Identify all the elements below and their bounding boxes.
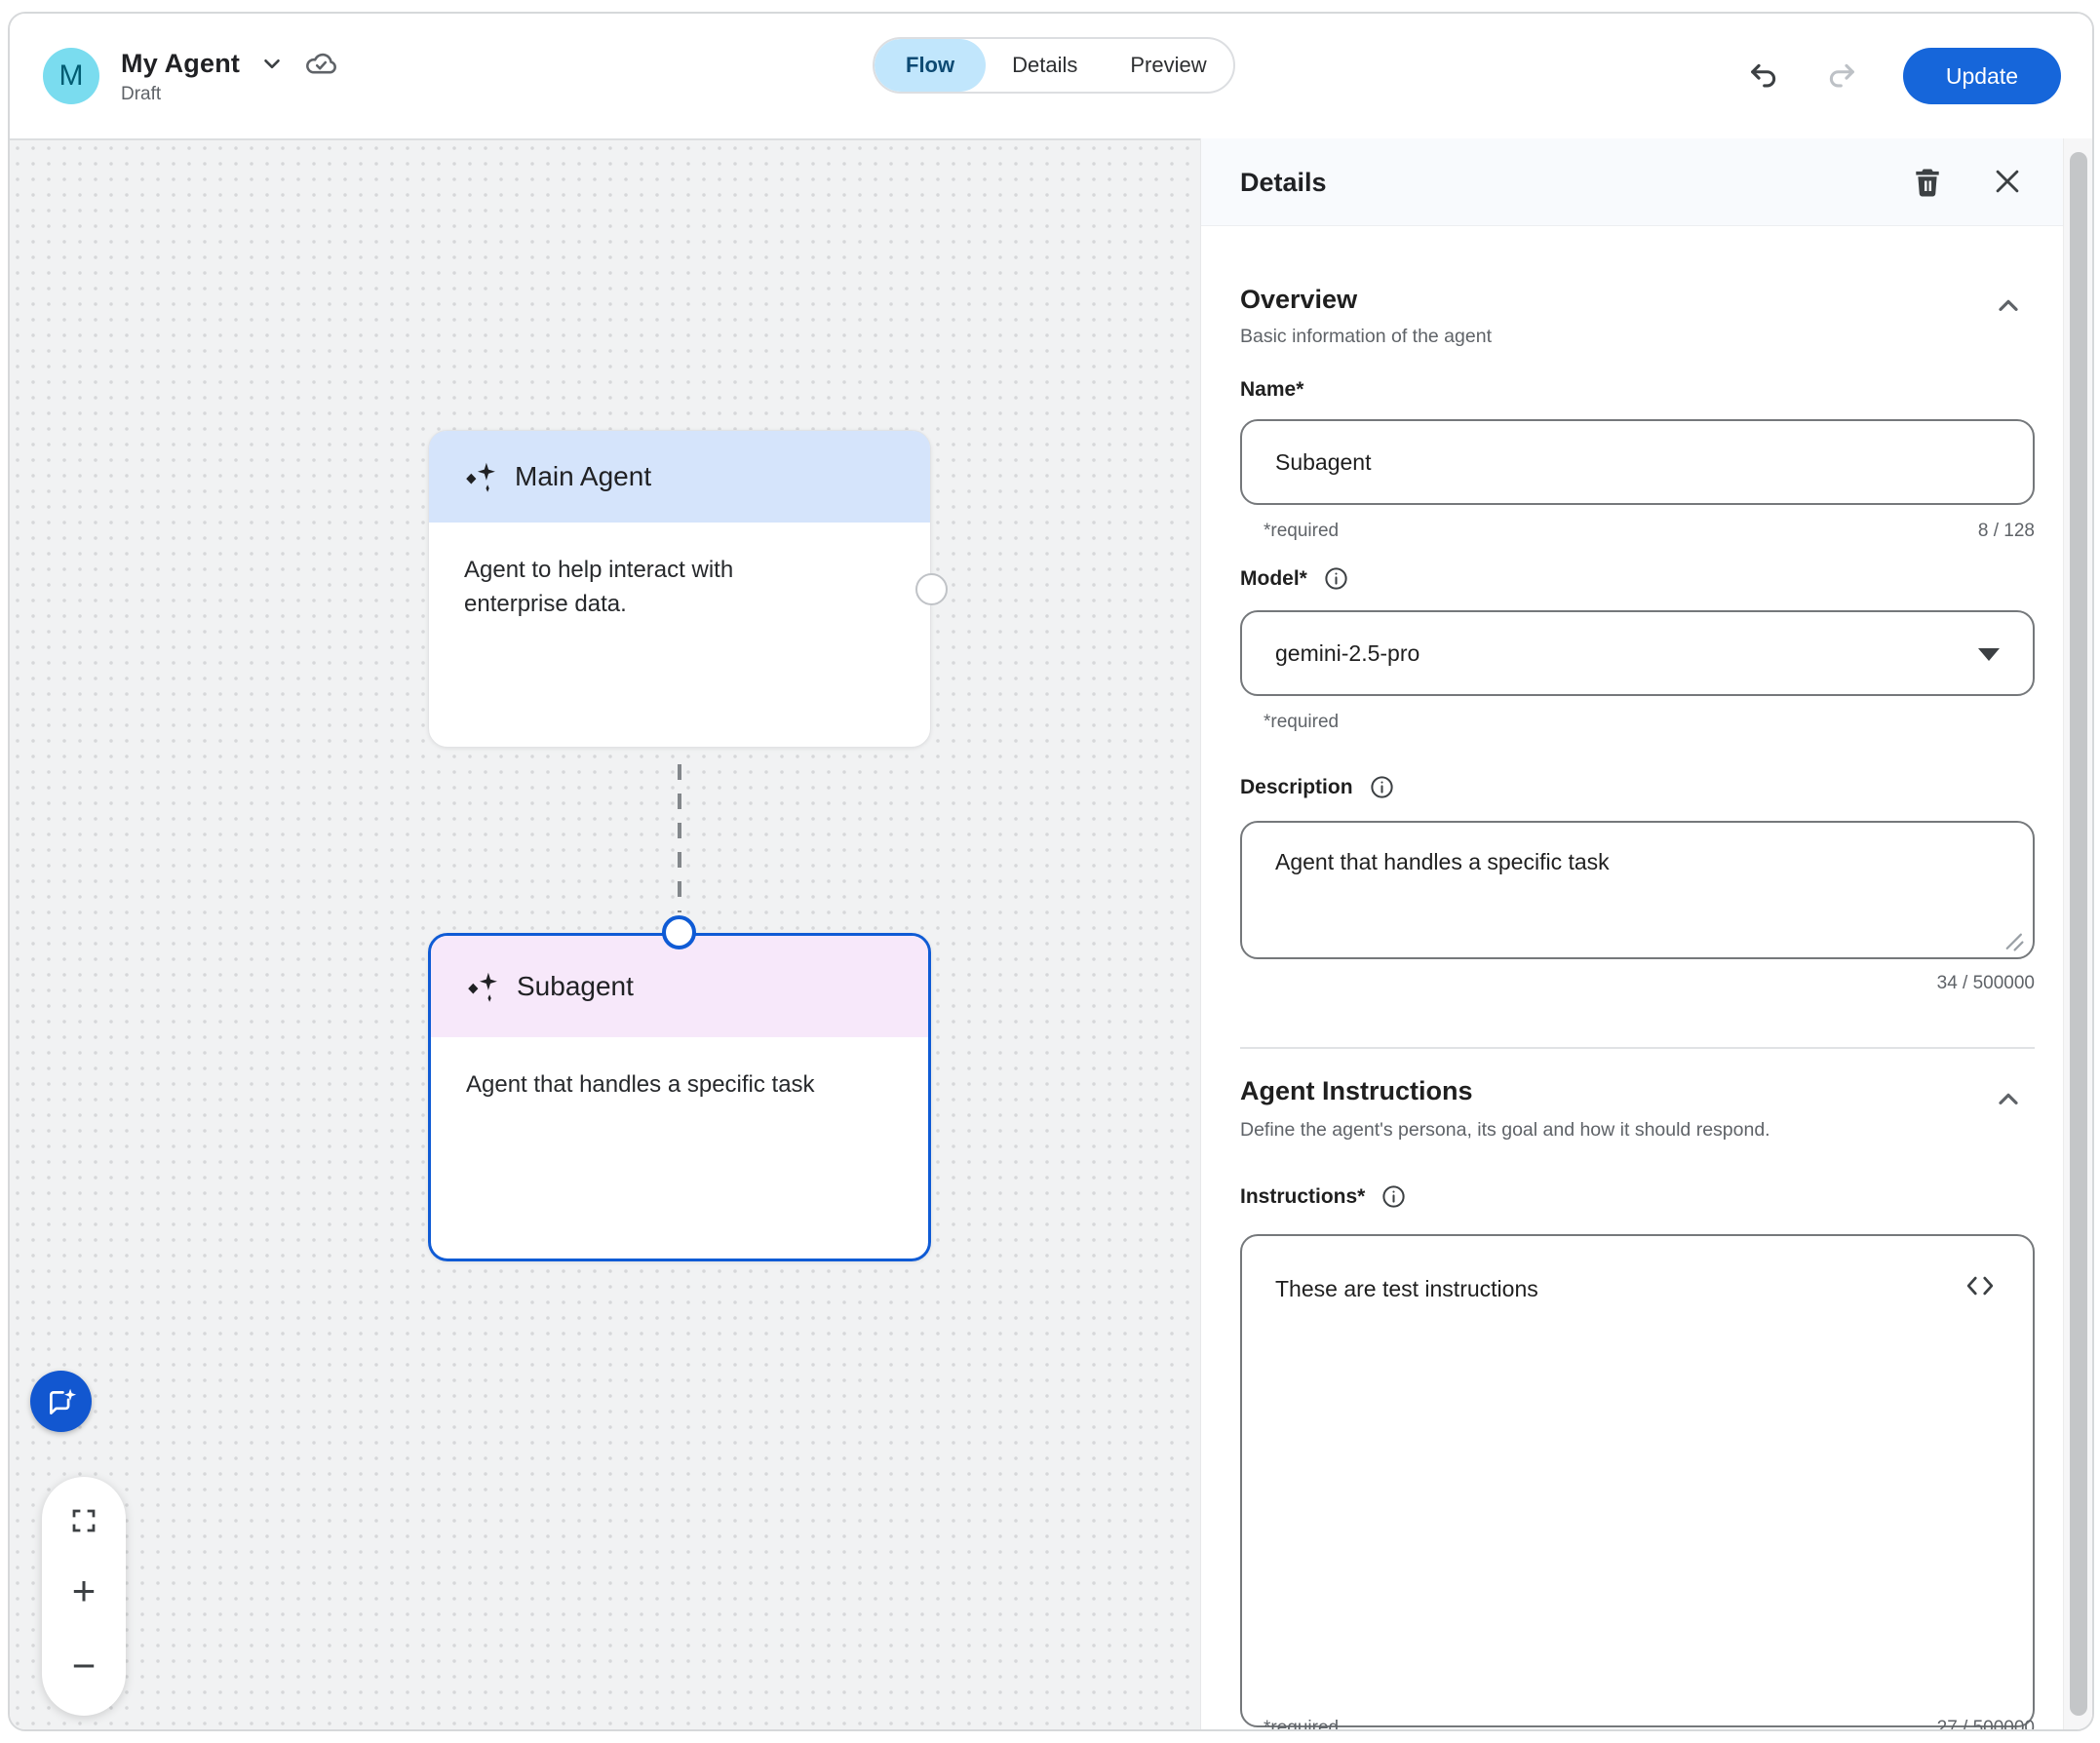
agent-sparkle-icon (464, 969, 499, 1004)
agent-sparkle-icon (462, 459, 497, 494)
zoom-in-button[interactable]: + (71, 1567, 97, 1613)
tab-preview[interactable]: Preview (1104, 39, 1232, 92)
chevron-up-icon (1993, 290, 2024, 322)
tab-flow[interactable]: Flow (875, 39, 987, 92)
node-main-agent[interactable]: Main Agent Agent to help interact with e… (428, 430, 948, 748)
redo-button[interactable] (1825, 59, 1858, 93)
instructions-helper-row: *required 27 / 500000 (1240, 1718, 2035, 1729)
zoom-out-button[interactable]: − (71, 1643, 97, 1688)
fit-screen-icon (69, 1506, 98, 1535)
flow-canvas[interactable]: Main Agent Agent to help interact with e… (10, 138, 1200, 1729)
instructions-textarea[interactable]: These are test instructions (1240, 1234, 2035, 1727)
node-input-handle[interactable] (662, 915, 696, 949)
fit-screen-button[interactable] (69, 1506, 98, 1535)
dropdown-caret-icon (1978, 648, 2000, 661)
name-label: Name* (1240, 378, 1304, 401)
description-textarea[interactable]: Agent that handles a specific task (1240, 821, 2035, 959)
app-window: M My Agent Draft (8, 12, 2094, 1731)
info-icon[interactable] (1381, 1183, 1407, 1210)
details-panel: Details (1200, 138, 2092, 1729)
top-actions: Update (1747, 48, 2061, 104)
char-counter: 34 / 500000 (1936, 973, 2035, 993)
agent-brand: M My Agent Draft (43, 47, 337, 105)
redo-icon (1825, 59, 1858, 93)
code-icon (1962, 1267, 1999, 1304)
char-counter: 27 / 500000 (1936, 1718, 2035, 1729)
node-subagent[interactable]: Subagent Agent that handles a specific t… (428, 915, 931, 1261)
cloud-done-icon (304, 47, 337, 80)
subagent-node-header: Subagent (431, 936, 928, 1037)
required-hint: *required (1264, 521, 1340, 541)
ai-chat-button[interactable] (30, 1371, 92, 1432)
zoom-controls: + − (42, 1477, 126, 1716)
chevron-down-icon (259, 51, 285, 76)
description-label-row: Description (1240, 774, 1395, 800)
node-output-handle[interactable] (915, 573, 948, 605)
overview-collapse-button[interactable] (1993, 290, 2024, 322)
resize-grip-icon[interactable] (2003, 930, 2024, 951)
instructions-label: Instructions* (1240, 1184, 1366, 1208)
instructions-collapse-button[interactable] (1993, 1084, 2024, 1115)
code-view-button[interactable] (1962, 1267, 1999, 1304)
name-label-row: Name* (1240, 378, 1303, 402)
main-agent-node-header: Main Agent (429, 431, 930, 523)
chevron-up-icon (1993, 1084, 2024, 1115)
node-description: Agent that handles a specific task (466, 1071, 815, 1098)
model-helper-row: *required (1240, 712, 2035, 733)
description-label: Description (1240, 775, 1353, 798)
agent-instructions-subheading: Define the agent's persona, its goal and… (1240, 1119, 1770, 1141)
close-icon (1991, 165, 2024, 198)
name-helper-row: *required 8 / 128 (1240, 521, 2035, 542)
details-panel-header: Details (1201, 138, 2092, 226)
node-title: Subagent (517, 971, 634, 1001)
panel-title: Details (1240, 168, 1327, 197)
top-bar: M My Agent Draft (10, 14, 2092, 138)
section-divider (1240, 1047, 2035, 1049)
node-description: Agent to help interact with enterprise d… (464, 557, 734, 617)
trash-icon (1910, 165, 1945, 200)
undo-button[interactable] (1747, 59, 1780, 93)
node-title: Main Agent (515, 461, 652, 491)
overview-heading: Overview (1240, 285, 1358, 314)
model-select[interactable]: gemini-2.5-pro (1240, 610, 2035, 696)
model-label-row: Model* (1240, 565, 1349, 592)
info-icon[interactable] (1369, 774, 1395, 800)
undo-icon (1747, 59, 1780, 93)
page-title: My Agent (121, 48, 241, 78)
instructions-label-row: Instructions* (1240, 1183, 1407, 1210)
panel-scrollbar-track (2063, 138, 2092, 1729)
agent-connection-edge (678, 764, 681, 912)
close-panel-button[interactable] (1991, 165, 2024, 198)
avatar: M (43, 48, 99, 104)
info-icon[interactable] (1323, 565, 1349, 592)
char-counter: 8 / 128 (1977, 521, 2035, 541)
description-helper-row: 34 / 500000 (1240, 973, 2035, 994)
view-tabs: Flow Details Preview (873, 37, 1235, 94)
title-dropdown-button[interactable] (259, 51, 285, 76)
model-value: gemini-2.5-pro (1275, 639, 1420, 666)
panel-scrollbar-thumb[interactable] (2070, 152, 2087, 1716)
chat-sparkle-icon (45, 1385, 78, 1418)
delete-agent-button[interactable] (1910, 165, 1945, 200)
required-hint: *required (1264, 712, 1340, 732)
required-hint: *required (1264, 1718, 1340, 1729)
draft-status: Draft (121, 84, 162, 104)
model-label: Model* (1240, 566, 1307, 590)
name-input[interactable] (1240, 419, 2035, 505)
tab-details[interactable]: Details (986, 39, 1104, 92)
overview-subheading: Basic information of the agent (1240, 326, 1492, 347)
agent-instructions-heading: Agent Instructions (1240, 1076, 1473, 1105)
update-button[interactable]: Update (1902, 48, 2061, 104)
